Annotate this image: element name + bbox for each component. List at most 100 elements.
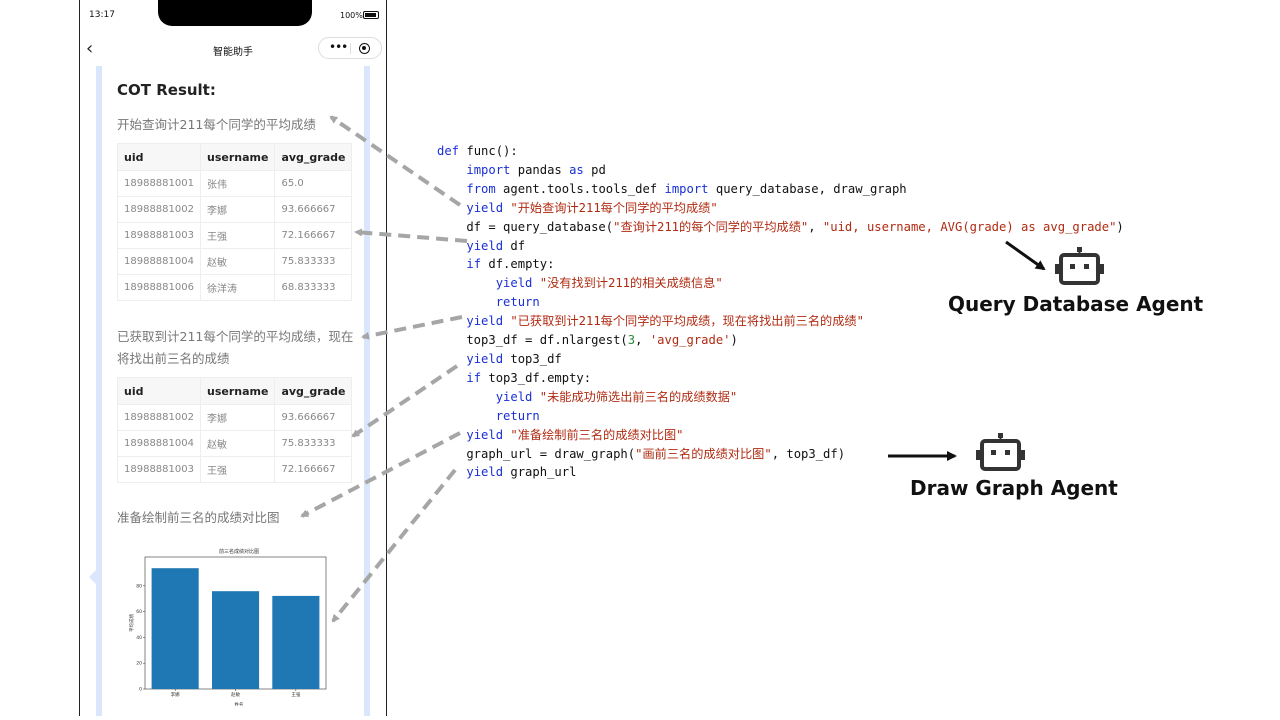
- code-token: [437, 390, 496, 404]
- code-line: yield "开始查询计211每个同学的平均成绩": [437, 199, 1124, 218]
- cell-uid: 18988881002: [117, 196, 201, 223]
- cell-username: 李娜: [199, 196, 276, 223]
- code-token: yield: [466, 351, 504, 366]
- code-token: [437, 314, 466, 328]
- code-token: df: [503, 238, 526, 253]
- code-token: graph_url: [503, 465, 577, 480]
- code-token: return: [495, 408, 540, 423]
- cell-avg-grade: 75.833333: [274, 430, 353, 457]
- y-tick-label: 20: [136, 661, 142, 667]
- cell-username: 赵敏: [199, 248, 276, 275]
- code-token: top3_df = df.nlargest(: [437, 333, 628, 348]
- code-token: "已获取到计211每个同学的平均成绩，现在将找出前三名的成绩": [510, 314, 864, 329]
- bar-chart: 前三名成绩对比图 020406080 李娜赵敏王强 姓名 平均成绩: [128, 548, 327, 706]
- more-dots-icon[interactable]: •••: [329, 40, 348, 54]
- code-token: "画前三名的成绩对比图": [635, 446, 772, 461]
- code-token: df = query_database(: [437, 219, 614, 234]
- code-token: [437, 163, 466, 177]
- code-token: [437, 409, 496, 423]
- code-token: "开始查询计211每个同学的平均成绩": [510, 200, 718, 215]
- code-token: top3_df.empty:: [481, 370, 592, 385]
- capsule-divider: [350, 43, 351, 54]
- chat-message-3: 准备绘制前三名的成绩对比图: [117, 510, 280, 525]
- code-token: yield: [495, 276, 533, 291]
- cell-username: 王强: [199, 222, 276, 249]
- chevron-left-icon[interactable]: ‹: [86, 38, 94, 59]
- code-token: ,: [808, 219, 823, 234]
- x-axis-ticks: 李娜赵敏王强: [171, 689, 301, 698]
- code-token: yield: [466, 200, 504, 215]
- status-time: 13:17: [89, 10, 115, 20]
- code-token: 'avg_grade': [649, 333, 731, 348]
- code-token: [532, 390, 539, 404]
- cot-result-title: COT Result:: [117, 81, 216, 99]
- code-line: yield df: [437, 237, 1124, 256]
- code-token: return: [495, 295, 540, 310]
- target-circle-icon[interactable]: [359, 43, 370, 54]
- chat-message-1: 开始查询计211每个同学的平均成绩: [117, 117, 316, 132]
- code-token: "查询计211的每个同学的平均成绩": [613, 219, 809, 234]
- code-token: [437, 257, 466, 271]
- code-line: yield top3_df: [437, 350, 1124, 369]
- code-token: , top3_df): [771, 446, 846, 461]
- code-token: def: [437, 144, 460, 158]
- code-token: yield: [495, 389, 533, 404]
- cell-uid: 18988881004: [117, 248, 201, 275]
- code-line: yield "已获取到计211每个同学的平均成绩，现在将找出前三名的成绩": [437, 312, 1124, 331]
- cell-avg-grade: 72.166667: [274, 456, 353, 483]
- code-token: yield: [466, 465, 504, 480]
- code-token: pd: [583, 162, 606, 177]
- mini-program-capsule: •••: [318, 37, 382, 59]
- chart-title: 前三名成绩对比图: [219, 548, 259, 555]
- code-token: [437, 201, 466, 215]
- y-tick-label: 0: [139, 687, 142, 693]
- code-token: [437, 239, 466, 253]
- cell-uid: 18988881004: [117, 430, 201, 457]
- cell-avg-grade: 65.0: [274, 170, 353, 197]
- code-token: query_database, draw_graph: [708, 181, 907, 196]
- cell-uid: 18988881002: [117, 404, 201, 431]
- cell-username: 王强: [199, 456, 276, 483]
- robot-icon: [1055, 247, 1104, 285]
- code-token: yield: [466, 314, 504, 329]
- code-line: top3_df = df.nlargest(3, 'avg_grade'): [437, 331, 1124, 350]
- cell-uid: 18988881006: [117, 274, 201, 301]
- column-header-username: username: [199, 143, 276, 171]
- battery-level: 100%: [340, 11, 363, 20]
- column-header-uid: uid: [117, 143, 201, 171]
- x-tick-label: 王强: [291, 692, 300, 698]
- column-header-avg-grade: avg_grade: [274, 143, 353, 171]
- code-token: "未能成功筛选出前三名的成绩数据": [539, 389, 738, 404]
- cell-username: 张伟: [199, 170, 276, 197]
- y-axis-label: 平均成绩: [128, 614, 135, 632]
- column-header-avg-grade: avg_grade: [274, 377, 353, 405]
- y-tick-label: 40: [136, 635, 142, 641]
- code-line: yield "准备绘制前三名的成绩对比图": [437, 426, 1124, 445]
- code-token: [437, 428, 466, 442]
- code-token: [437, 182, 466, 196]
- code-token: top3_df: [503, 351, 562, 366]
- code-line: from agent.tools.tools_def import query_…: [437, 180, 1124, 199]
- code-token: yield: [466, 427, 504, 442]
- code-token: as: [569, 162, 584, 177]
- battery-icon: [363, 11, 379, 19]
- cell-username: 徐洋涛: [199, 274, 276, 301]
- code-token: [437, 371, 466, 385]
- code-line: yield "没有找到计211的相关成绩信息": [437, 274, 1124, 293]
- code-token: "没有找到计211的相关成绩信息": [539, 276, 723, 291]
- code-line: graph_url = draw_graph("画前三名的成绩对比图", top…: [437, 445, 1124, 464]
- bar: [212, 591, 260, 689]
- code-token: [437, 276, 496, 290]
- code-line: def func():: [437, 142, 1124, 161]
- x-axis-label: 姓名: [235, 701, 244, 706]
- code-token: ,: [635, 333, 650, 348]
- code-listing: def func(): import pandas as pd from age…: [437, 142, 1124, 482]
- code-token: df.empty:: [481, 257, 555, 272]
- code-line: return: [437, 407, 1124, 426]
